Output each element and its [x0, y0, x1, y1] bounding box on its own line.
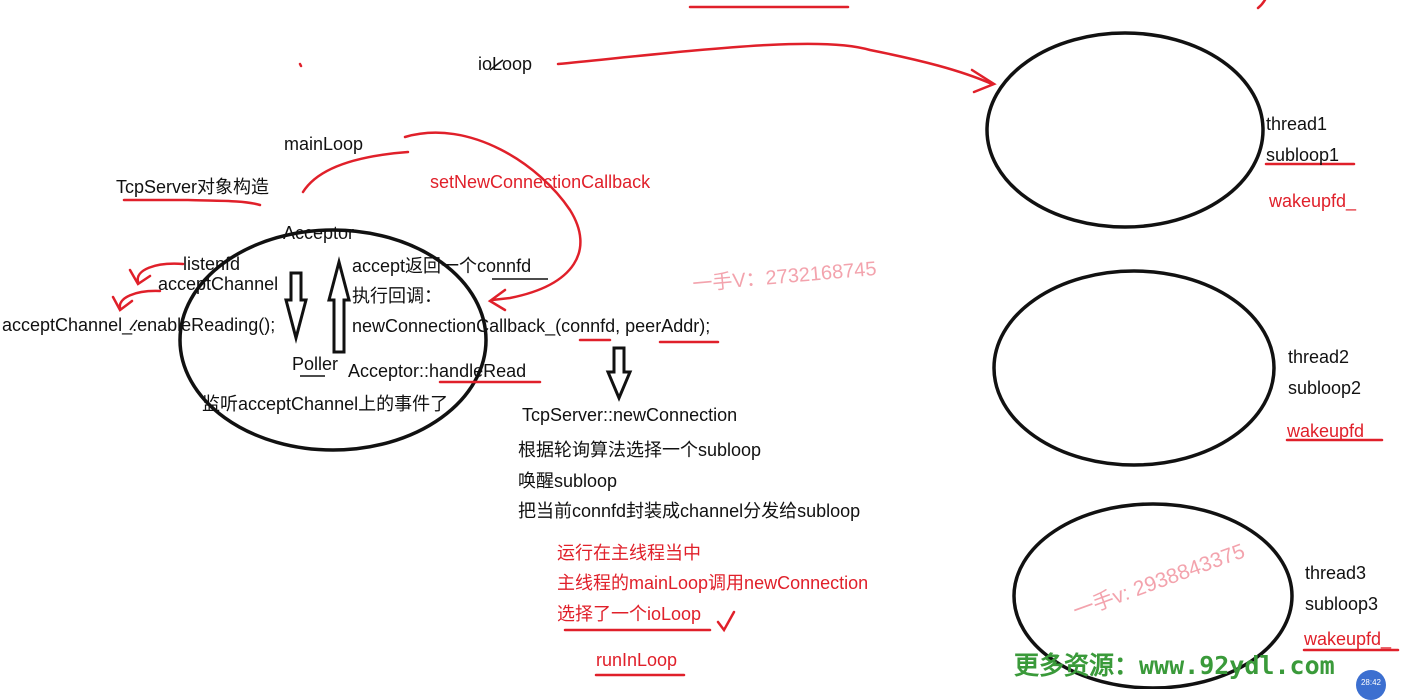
- subloop3-label: subloop3: [1305, 594, 1379, 614]
- chose-ioloop-label: 选择了一个ioLoop: [557, 604, 702, 624]
- wakeupfd1-label: wakeupfd_: [1269, 191, 1357, 211]
- arrow-up-to-acceptor: [327, 256, 351, 354]
- acceptor-label: Acceptor: [283, 223, 355, 243]
- set-new-conn-callback-label: setNewConnectionCallback: [430, 172, 651, 192]
- wake-subloop-label: 唤醒subloop: [518, 471, 618, 491]
- black-underlines: [129, 59, 548, 377]
- exec-callback-label: 执行回调：: [352, 286, 442, 306]
- red-annotations: [111, 0, 1400, 677]
- mainloop-calls-label: 主线程的mainLoop调用newConnection: [557, 573, 869, 593]
- wakeupfd2-label: wakeupfd_: [1287, 421, 1375, 441]
- timestamp-badge[interactable]: 28:42: [1356, 670, 1386, 700]
- listenfd-label: listenfd: [183, 254, 241, 274]
- poller-label: Poller: [292, 354, 339, 374]
- run-in-main-label: 运行在主线程当中: [557, 543, 701, 563]
- new-conn-callback-label: newConnectionCallback_(connfd, peerAddr)…: [352, 316, 711, 336]
- watermark-site: 更多资源：www.92ydl.com: [1014, 651, 1335, 680]
- monitor-channel-label: 监听acceptChannel上的事件了: [202, 394, 449, 414]
- main-loop-ellipse: [178, 228, 488, 452]
- enable-reading-label: acceptChannel_.enableReading();: [2, 315, 276, 335]
- accept-returns-label: accept返回一个connfd: [352, 256, 532, 276]
- handle-read-label: Acceptor::handleRead: [348, 361, 527, 381]
- accept-channel-label: acceptChannel: [158, 274, 279, 294]
- thread1-ellipse: [985, 31, 1265, 229]
- tcpserver-construct-label: TcpServer对象构造: [116, 177, 270, 197]
- thread3-ellipse: [1012, 502, 1294, 689]
- subloop2-label: subloop2: [1288, 378, 1362, 398]
- arrow-down-to-newconnection: [605, 346, 633, 402]
- thread2-ellipse: [992, 269, 1276, 467]
- thread2-label: thread2: [1288, 347, 1350, 367]
- ioloop-label: ioLoop: [478, 54, 533, 74]
- subloop1-label: subloop1: [1266, 145, 1340, 165]
- round-robin-label: 根据轮询算法选择一个subloop: [518, 440, 762, 460]
- tcpserver-newconnection-label: TcpServer::newConnection: [522, 405, 738, 425]
- thread3-label: thread3: [1305, 563, 1367, 583]
- wakeupfd3-label: wakeupfd_: [1304, 629, 1392, 649]
- thread1-label: thread1: [1266, 114, 1328, 134]
- dispatch-label: 把当前connfd封装成channel分发给subloop: [518, 501, 861, 521]
- arrow-down-to-poller: [284, 271, 308, 344]
- main-loop-label: mainLoop: [284, 134, 364, 154]
- run-in-loop-label: runInLoop: [596, 650, 678, 670]
